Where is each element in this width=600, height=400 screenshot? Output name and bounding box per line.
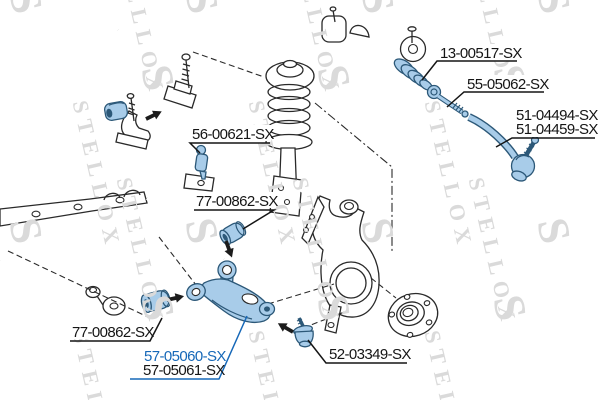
label-tie-rod-end-a-text: 51-04494-SX [516, 107, 598, 124]
wheel-hub [387, 292, 439, 338]
label-control-arm-b-text: 57-05061-SX [143, 362, 225, 379]
label-control-arm-a-text: 57-05060-SX [144, 348, 226, 365]
label-arm-bushing-lower-text: 77-00862-SX [72, 324, 154, 341]
label-rack-boot: 13-00517-SX [421, 44, 523, 81]
label-ball-joint-text: 52-03349-SX [329, 346, 411, 363]
label-inner-tie-rod-text: 55-05062-SX [467, 76, 549, 93]
assembly-dash-lines [7, 51, 397, 329]
subframe [0, 189, 226, 316]
stabilizer-bar [115, 28, 215, 192]
label-arm-bushing-upper-text: 77-00862-SX [196, 193, 278, 210]
arm-bushing-lower [140, 289, 171, 314]
label-arm-bushing-upper: 77-00862-SX [193, 192, 279, 230]
label-tie-rod-end-b-text: 51-04459-SX [516, 121, 598, 138]
outer-tie-rod-end [467, 113, 540, 182]
steering-knuckle [301, 195, 380, 334]
stabilizer-bushing [103, 101, 129, 121]
label-stab-link-text: 56-00621-SX [192, 126, 274, 143]
label-tie-rod-end: 51-04494-SX 51-04459-SX [495, 106, 599, 148]
rack-boot [393, 58, 433, 91]
coil-spring [265, 83, 313, 151]
label-inner-tie-rod: 55-05062-SX [446, 75, 550, 108]
label-control-arm: 57-05060-SX 57-05061-SX [128, 315, 248, 380]
stabilizer-bushing-bracket [103, 92, 151, 150]
label-arm-bushing-lower: 77-00862-SX [69, 317, 163, 342]
control-arm [186, 260, 276, 324]
label-rack-boot-text: 13-00517-SX [440, 45, 522, 62]
label-stab-link: 56-00621-SX [188, 125, 275, 154]
label-ball-joint: 52-03349-SX [307, 339, 412, 364]
